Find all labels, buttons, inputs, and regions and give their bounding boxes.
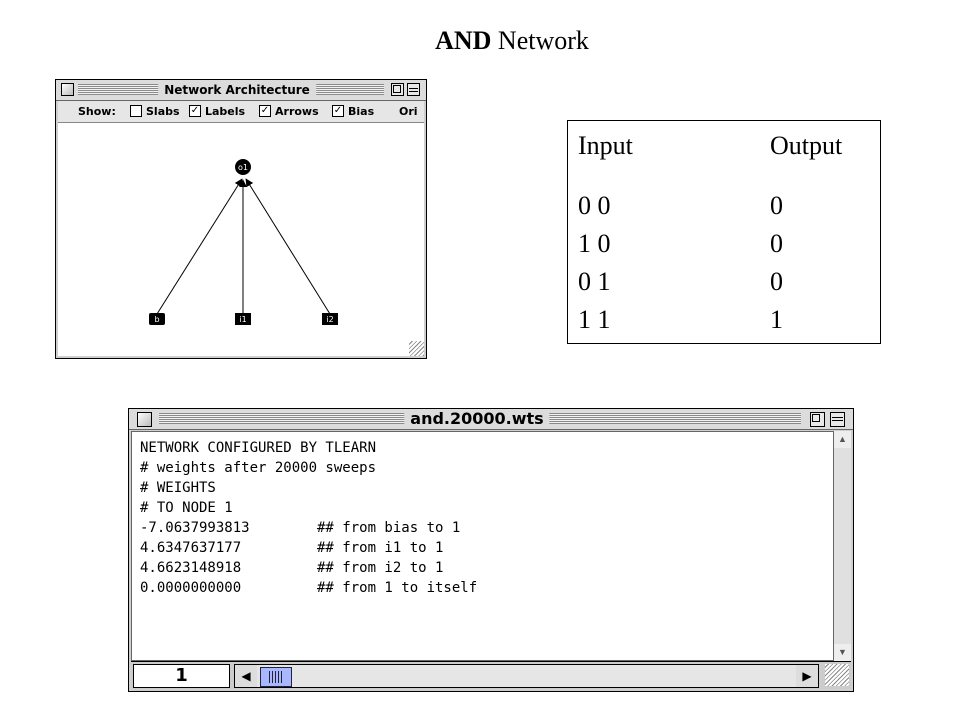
arrows-label[interactable]: Arrows xyxy=(275,105,319,118)
node-bias[interactable]: b xyxy=(149,313,165,325)
node-i2-label: i2 xyxy=(326,315,333,324)
text-line: 4.6347637177 ## from i1 to 1 xyxy=(140,540,444,556)
input-cell: 1 0 xyxy=(578,229,611,258)
scroll-up-arrow-icon[interactable]: ▲ xyxy=(834,431,851,448)
weights-window-titlebar[interactable]: and.20000.wts xyxy=(129,409,853,430)
network-window-title: Network Architecture xyxy=(158,81,316,99)
horizontal-scrollbar[interactable]: ◀ ▶ xyxy=(234,664,819,688)
scroll-right-arrow-icon[interactable]: ▶ xyxy=(796,665,818,687)
resize-grip-icon[interactable] xyxy=(825,664,849,686)
network-architecture-window: Network Architecture Show: Slabs ✓ Label… xyxy=(55,79,427,359)
weights-text-area[interactable]: NETWORK CONFIGURED BY TLEARN # weights af… xyxy=(131,431,834,661)
close-box-icon[interactable] xyxy=(137,412,152,427)
output-cell: 0 xyxy=(770,229,783,258)
input-cell: 0 0 xyxy=(578,191,611,220)
collapse-box-icon[interactable] xyxy=(407,83,420,96)
scroll-down-arrow-icon[interactable]: ▼ xyxy=(834,644,851,661)
orientation-option[interactable]: Ori xyxy=(399,105,418,118)
network-canvas: o1 b i1 i2 xyxy=(58,123,424,356)
text-line: 0.0000000000 ## from 1 to itself xyxy=(140,580,478,596)
show-options-bar: Show: Slabs ✓ Labels ✓ Arrows ✓ Bias Ori xyxy=(58,101,424,123)
node-o1[interactable]: o1 xyxy=(235,159,251,175)
scroll-left-arrow-icon[interactable]: ◀ xyxy=(235,665,257,687)
text-line: NETWORK CONFIGURED BY TLEARN xyxy=(140,440,377,456)
edge-i2-to-o1 xyxy=(245,178,331,315)
resize-grip-icon[interactable] xyxy=(409,341,424,356)
bias-checkbox[interactable]: ✓ xyxy=(332,105,344,117)
vertical-scrollbar[interactable]: ▲ ▼ xyxy=(833,431,851,661)
input-cell: 1 1 xyxy=(578,305,611,334)
collapse-box-icon[interactable] xyxy=(830,412,845,427)
node-o1-label: o1 xyxy=(238,163,248,172)
zoom-box-icon[interactable] xyxy=(391,83,404,96)
text-line: -7.0637993813 ## from bias to 1 xyxy=(140,520,461,536)
text-line: # weights after 20000 sweeps xyxy=(140,460,377,476)
truth-table: Input Output 0 0 0 1 0 0 0 1 0 1 1 1 xyxy=(567,120,881,344)
weights-window-title: and.20000.wts xyxy=(404,410,550,428)
node-bias-label: b xyxy=(154,315,159,324)
labels-label[interactable]: Labels xyxy=(205,105,246,118)
scroll-thumb[interactable] xyxy=(260,667,292,687)
slide-title-rest: Network xyxy=(491,26,589,55)
bias-label[interactable]: Bias xyxy=(348,105,375,118)
output-header: Output xyxy=(770,131,843,160)
weights-file-window: and.20000.wts NETWORK CONFIGURED BY TLEA… xyxy=(128,408,854,692)
network-window-titlebar[interactable]: Network Architecture xyxy=(56,80,426,101)
zoom-box-icon[interactable] xyxy=(810,412,825,427)
output-cell: 0 xyxy=(770,191,783,220)
network-diagram: o1 b i1 i2 xyxy=(149,159,338,325)
slide-title: AND Network xyxy=(0,26,960,56)
slide-title-bold: AND xyxy=(435,26,492,55)
node-i1[interactable]: i1 xyxy=(235,313,251,325)
show-label: Show: xyxy=(78,105,116,118)
edge-bias-to-o1 xyxy=(156,178,243,315)
node-i2[interactable]: i2 xyxy=(322,313,338,325)
node-i1-label: i1 xyxy=(239,315,246,324)
output-cell: 0 xyxy=(770,267,783,296)
slabs-checkbox[interactable] xyxy=(130,105,142,117)
input-cell: 0 1 xyxy=(578,267,611,296)
text-line: # WEIGHTS xyxy=(140,480,216,496)
weights-bottom-bar: 1 ◀ ▶ xyxy=(131,661,851,689)
text-line: # TO NODE 1 xyxy=(140,500,233,516)
text-line: 4.6623148918 ## from i2 to 1 xyxy=(140,560,444,576)
close-box-icon[interactable] xyxy=(61,83,74,96)
labels-checkbox[interactable]: ✓ xyxy=(189,105,201,117)
input-header: Input xyxy=(578,131,633,160)
page-number-field[interactable]: 1 xyxy=(133,664,230,688)
slabs-label[interactable]: Slabs xyxy=(146,105,180,118)
arrows-checkbox[interactable]: ✓ xyxy=(259,105,271,117)
output-cell: 1 xyxy=(770,305,783,334)
